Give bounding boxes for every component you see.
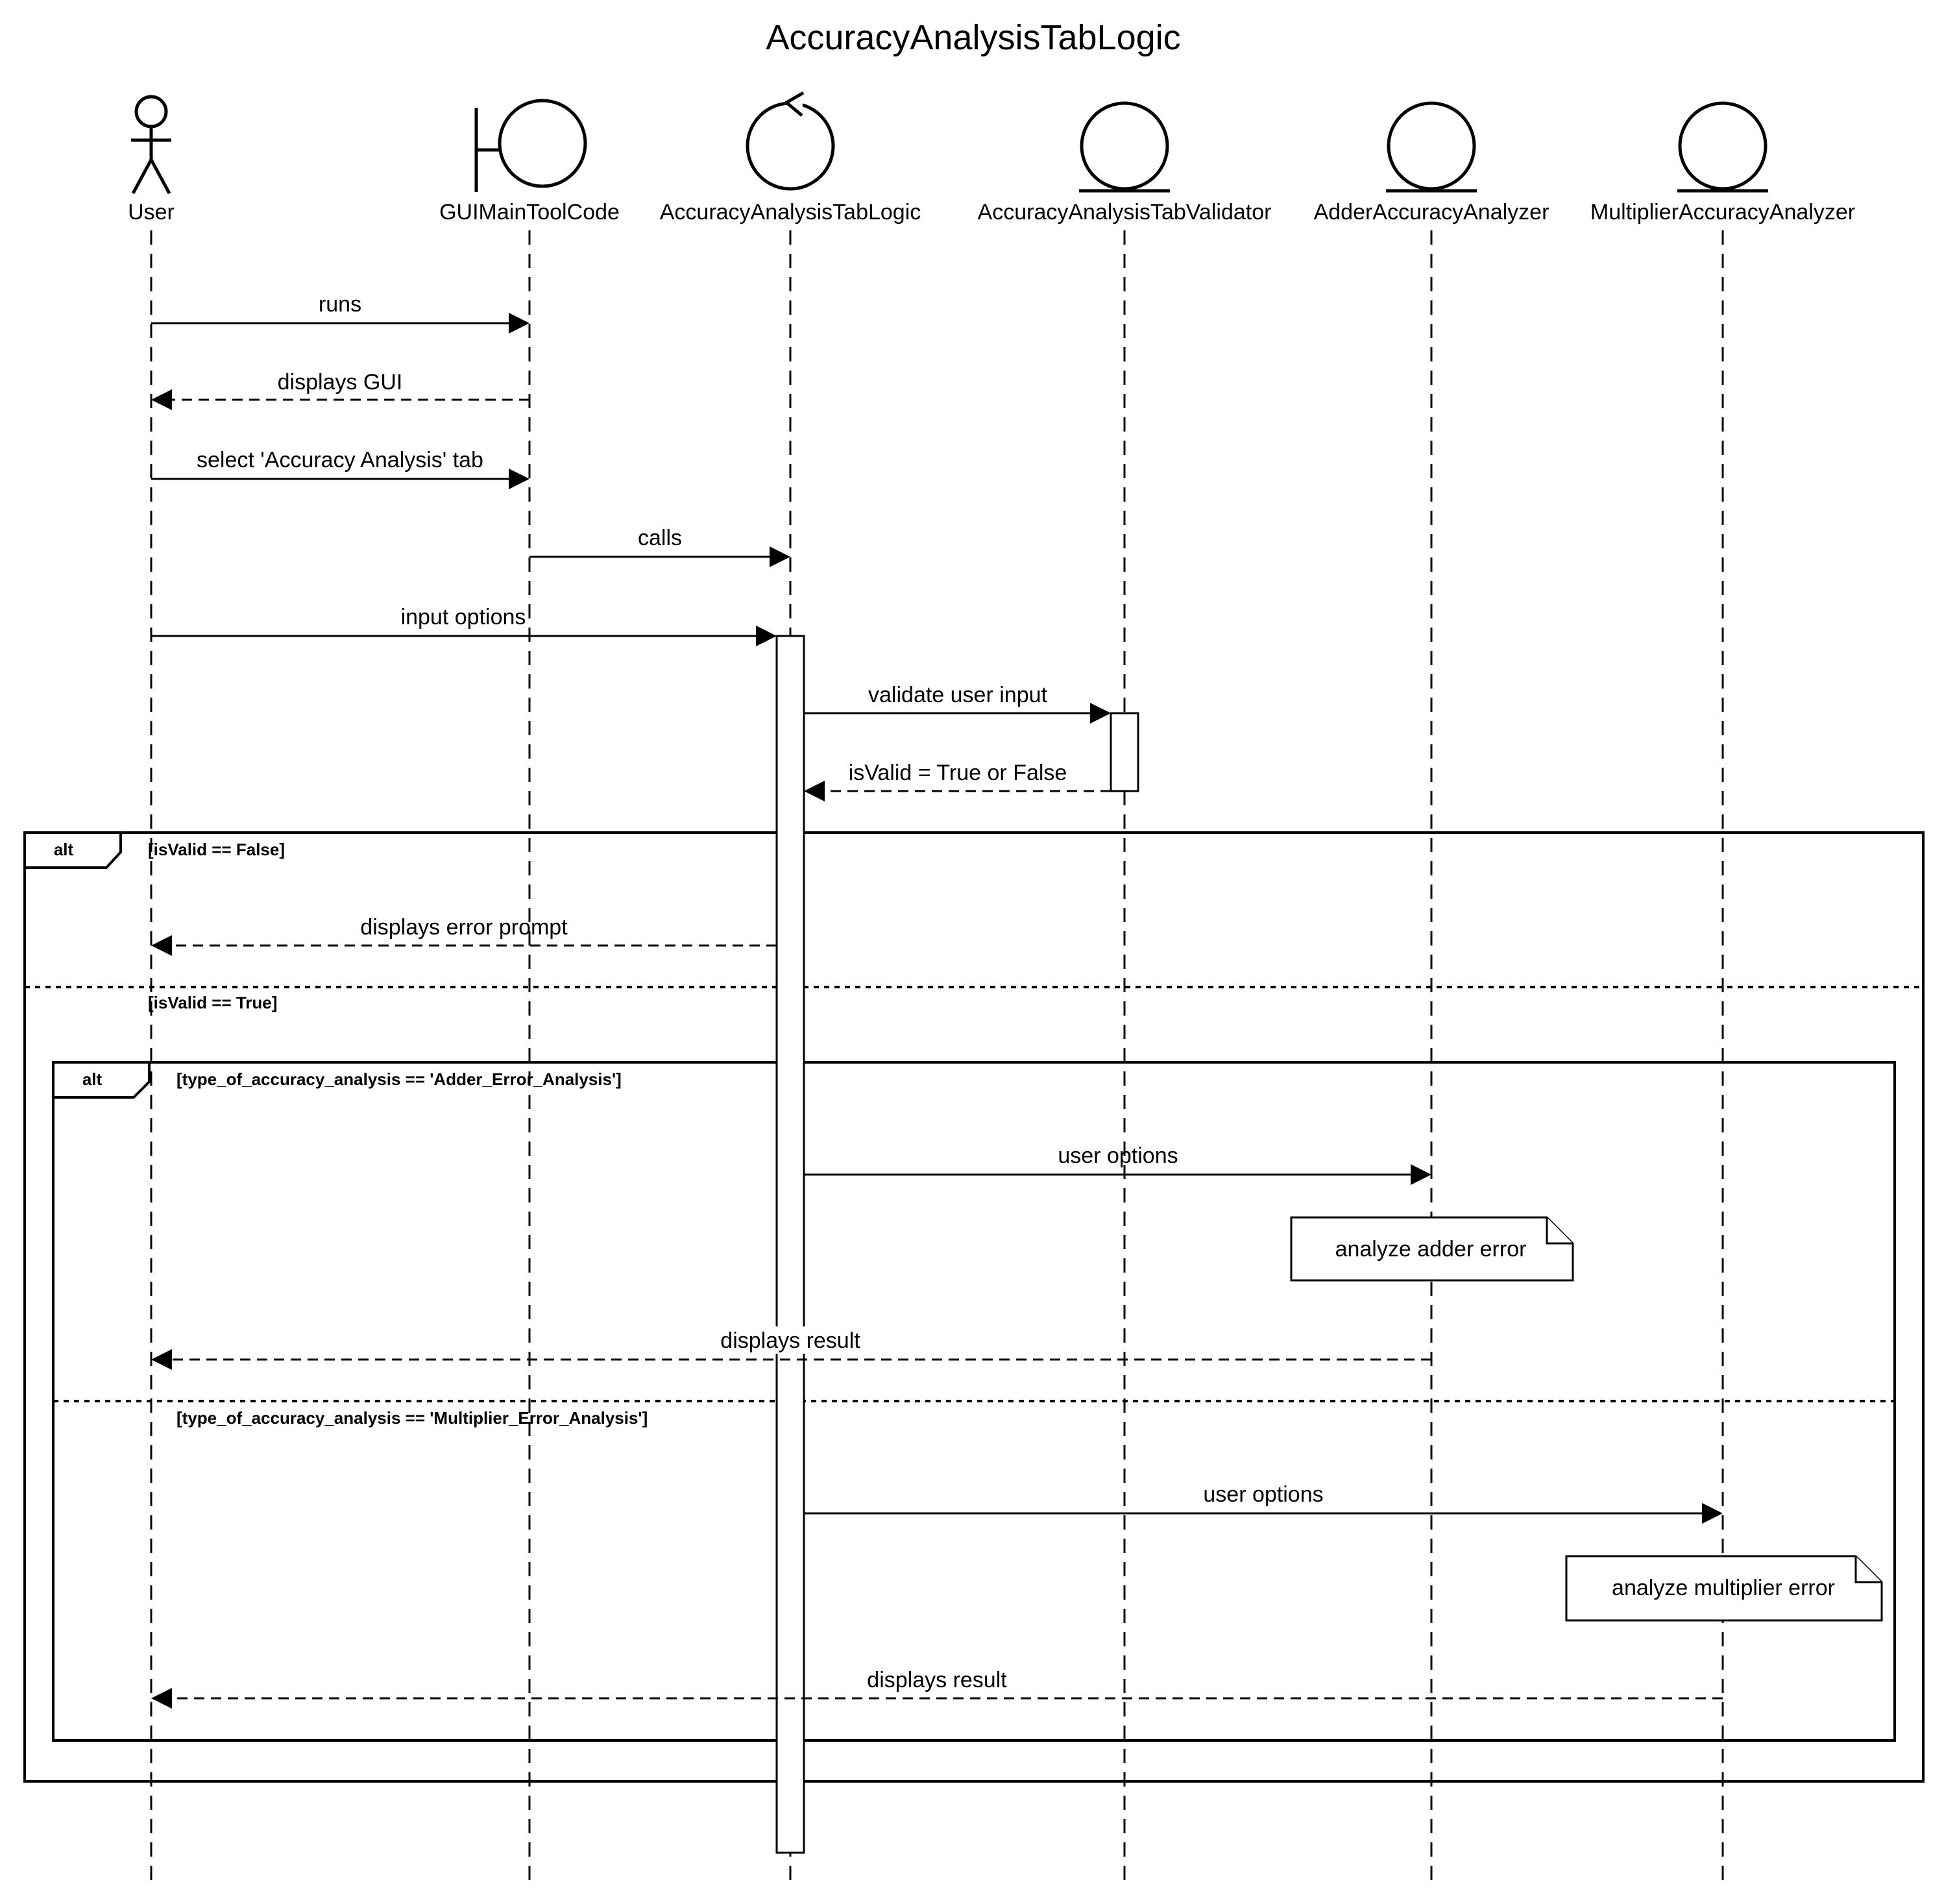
message-label: input options <box>401 605 526 629</box>
return-arrow: displays GUI <box>151 370 529 410</box>
fragment-guard: [type_of_accuracy_analysis == 'Adder_Err… <box>176 1069 622 1089</box>
participant-label-accuracy-analysis-tab-logic: AccuracyAnalysisTabLogic <box>660 200 921 225</box>
participant-label-gui-main-tool-code: GUIMainToolCode <box>439 200 620 225</box>
diagram-title: AccuracyAnalysisTabLogic <box>766 18 1180 57</box>
note: analyze adder error <box>1290 1216 1574 1282</box>
entity-icon <box>1386 101 1477 193</box>
message-arrow: validate user input <box>804 683 1111 724</box>
message-label: displays GUI <box>278 370 403 395</box>
fragment-guard: [type_of_accuracy_analysis == 'Multiplie… <box>176 1408 648 1428</box>
activation-bar-tab-logic <box>775 635 805 1854</box>
message-label: displays result <box>720 1328 860 1353</box>
message-arrow: user options <box>804 1143 1431 1185</box>
participant-label-adder-accuracy-analyzer: AdderAccuracyAnalyzer <box>1314 200 1549 225</box>
control-icon <box>746 91 835 191</box>
fragment-guard: [isValid == True] <box>148 993 277 1012</box>
entity-icon <box>1079 101 1170 193</box>
message-arrow: select 'Accuracy Analysis' tab <box>151 448 529 489</box>
message-arrow: input options <box>151 605 777 646</box>
message-label: displays result <box>867 1668 1007 1692</box>
message-arrow: runs <box>151 292 529 334</box>
return-arrow: isValid = True or False <box>804 761 1111 801</box>
return-arrow: displays result <box>151 1668 1723 1709</box>
return-arrow: displays error prompt <box>151 915 777 956</box>
fragment-tag: alt <box>54 840 74 859</box>
alt-fragment-outer: alt [isValid == False] [isValid == True] <box>23 831 1925 1783</box>
message-label: select 'Accuracy Analysis' tab <box>197 448 483 472</box>
message-label: user options <box>1058 1143 1178 1168</box>
boundary-icon <box>474 99 587 192</box>
fragment-tag: alt <box>82 1069 103 1089</box>
actor-icon <box>131 95 171 195</box>
message-label: displays error prompt <box>360 915 568 940</box>
fragment-guard: [isValid == False] <box>148 840 285 859</box>
alt-fragment-inner: alt [type_of_accuracy_analysis == 'Adder… <box>52 1061 1896 1742</box>
message-label: calls <box>638 526 682 550</box>
message-label: runs <box>319 292 361 317</box>
participant-label-accuracy-analysis-tab-validator: AccuracyAnalysisTabValidator <box>978 200 1272 225</box>
message-arrow: user options <box>804 1482 1723 1524</box>
message-label: validate user input <box>868 683 1048 707</box>
activation-bar-tab-validator <box>1110 712 1139 792</box>
note-text: analyze multiplier error <box>1612 1576 1835 1600</box>
note: analyze multiplier error <box>1565 1555 1883 1622</box>
message-label: isValid = True or False <box>849 761 1067 785</box>
message-arrow: calls <box>529 526 790 567</box>
participant-label-user: User <box>128 200 175 225</box>
note-text: analyze adder error <box>1335 1237 1527 1262</box>
entity-icon <box>1677 101 1768 193</box>
return-arrow: displays result <box>151 1326 1431 1370</box>
participant-label-multiplier-accuracy-analyzer: MultiplierAccuracyAnalyzer <box>1590 200 1855 225</box>
message-label: user options <box>1203 1482 1323 1507</box>
